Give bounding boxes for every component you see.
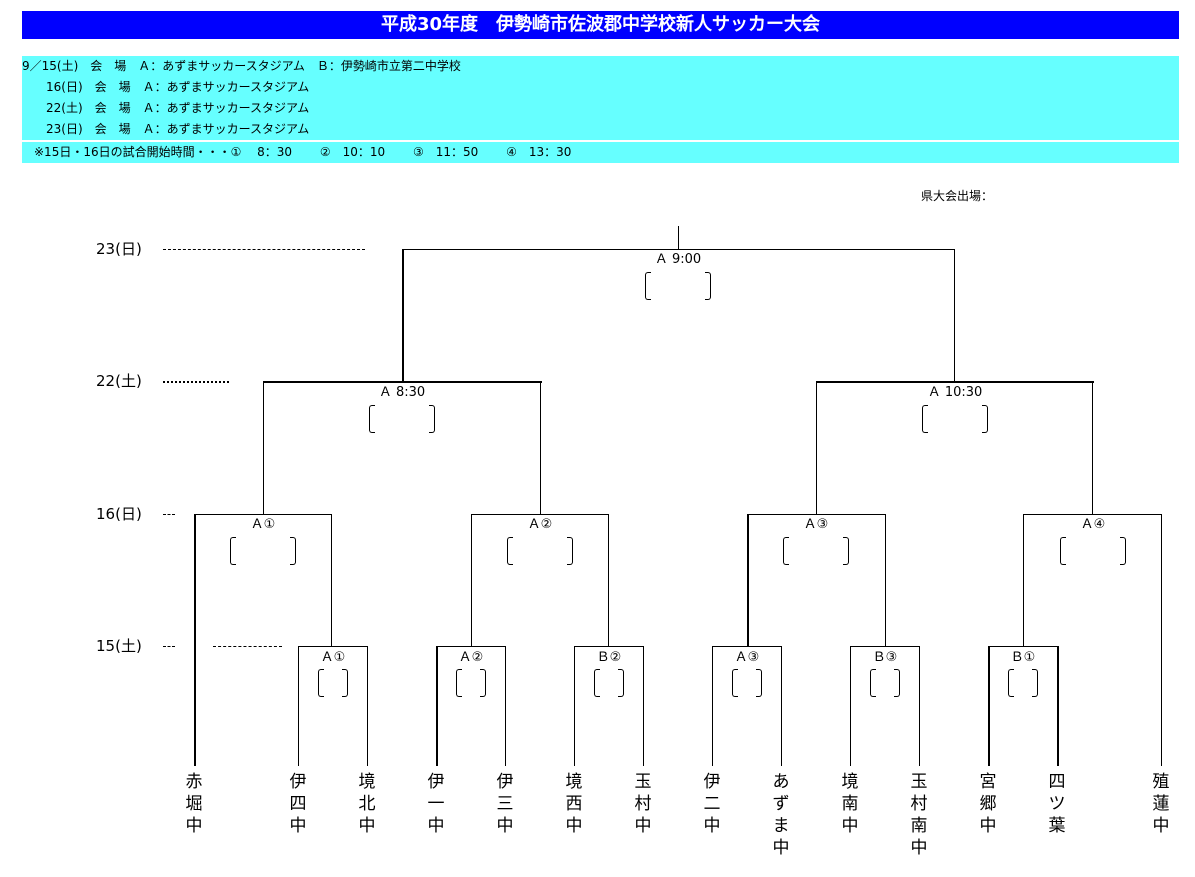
team-name: 玉村南中: [910, 772, 928, 858]
bracket-line: [436, 646, 506, 647]
bracket-line: [678, 226, 679, 249]
page-title: 平成30年度 伊勢崎市佐波郡中学校新人サッカー大会: [22, 11, 1179, 39]
match-r1-label: Ｂ①: [1010, 650, 1036, 665]
bracket-line: [331, 514, 332, 646]
match-r2-label: Ａ①: [250, 517, 276, 532]
match-r1-label: Ａ③: [734, 650, 760, 665]
bracket-line: [608, 514, 609, 646]
venue-info: 9／15(土) 会 場 Ａ：あずまサッカースタジアム Ｂ：伊勢崎市立第二中学校 …: [22, 56, 1179, 140]
bracket-line: [850, 646, 851, 766]
bracket-line: [540, 381, 541, 514]
bracket-line: [471, 514, 609, 515]
day-label-15: 15(土): [96, 637, 142, 655]
bracket-line: [885, 514, 886, 646]
bracket-line: [298, 646, 368, 647]
team-name: 宮郷中: [979, 772, 997, 836]
bracket-line: [747, 514, 886, 515]
bracket-line: [263, 381, 542, 383]
match-r2-label: Ａ④: [1080, 517, 1106, 532]
venue-row: 16(日) 会 場 Ａ：あずまサッカースタジアム: [22, 80, 310, 94]
venue-row: 23(日) 会 場 Ａ：あずまサッカースタジアム: [22, 122, 310, 136]
match-r1-label: Ｂ②: [596, 650, 622, 665]
bracket-line: [1023, 514, 1162, 515]
bracket-line: [747, 514, 749, 646]
bracket-line: [850, 646, 920, 647]
team-name: 伊四中: [289, 772, 307, 836]
score-box: [1008, 669, 1038, 697]
score-box: [369, 405, 435, 433]
bracket-line: [712, 646, 713, 766]
match-r2-label: Ａ②: [527, 517, 553, 532]
bracket-line: [402, 249, 404, 381]
score-box: [456, 669, 486, 697]
venue-row: 22(土) 会 場 Ａ：あずまサッカースタジアム: [22, 101, 310, 115]
bracket-line: [1161, 514, 1162, 766]
day-guide: [163, 646, 175, 647]
bracket-line: [1092, 381, 1093, 514]
team-name: 伊二中: [703, 772, 721, 836]
bracket-line: [1057, 646, 1059, 766]
score-box: [870, 669, 900, 697]
team-name: 伊一中: [427, 772, 445, 836]
bracket-line: [712, 646, 782, 647]
team-name: 玉村中: [634, 772, 652, 836]
bracket-line: [988, 646, 990, 766]
match-semi-right-label: Ａ 10:30: [927, 385, 983, 400]
match-r2-label: Ａ③: [803, 517, 829, 532]
team-name: 境北中: [358, 772, 376, 836]
bracket-line: [781, 646, 782, 766]
score-box: [594, 669, 624, 697]
bracket-line: [643, 646, 644, 766]
bracket-line: [574, 646, 644, 647]
score-box: [507, 537, 573, 565]
score-box: [1060, 537, 1126, 565]
score-box: [230, 537, 296, 565]
score-box: [645, 272, 711, 300]
match-final-label: Ａ 9:00: [654, 252, 702, 267]
bracket-line: [816, 381, 817, 514]
score-box: [922, 405, 988, 433]
team-name: あずま中: [772, 772, 790, 858]
match-r1-label: Ａ②: [458, 650, 484, 665]
bracket-line: [298, 646, 299, 766]
bracket-line: [471, 514, 472, 646]
bracket-line: [263, 381, 264, 514]
day-label-22: 22(土): [96, 372, 142, 390]
bracket-line: [954, 249, 955, 381]
team-name: 境南中: [841, 772, 859, 836]
day-guide: [163, 249, 365, 250]
score-box: [318, 669, 348, 697]
match-semi-left-label: Ａ 8:30: [378, 385, 426, 400]
team-name: 四ツ葉: [1048, 772, 1066, 836]
score-box: [783, 537, 849, 565]
venue-row: 9／15(土) 会 場 Ａ：あずまサッカースタジアム Ｂ：伊勢崎市立第二中学校: [22, 59, 461, 73]
bracket-line: [1023, 514, 1024, 646]
bracket-line: [919, 646, 920, 766]
match-r1-label: Ａ①: [320, 650, 346, 665]
team-name: 境西中: [565, 772, 583, 836]
start-times: ※15日・16日の試合開始時間・・・① 8：30 ② 10：10 ③ 11：50…: [22, 142, 1179, 163]
day-label-23: 23(日): [96, 240, 142, 258]
bracket-line: [194, 514, 332, 515]
bracket-line: [505, 646, 506, 766]
team-name: 伊三中: [496, 772, 514, 836]
bracket-line: [816, 381, 1094, 383]
day-guide: [163, 381, 229, 383]
day-label-16: 16(日): [96, 505, 142, 523]
bracket-line: [574, 646, 575, 766]
bracket-line: [436, 646, 438, 766]
match-r1-label: Ｂ③: [872, 650, 898, 665]
team-name: 赤堀中: [185, 772, 203, 836]
day-guide: [163, 514, 175, 515]
bracket-line: [367, 646, 368, 766]
bracket-line: [402, 249, 955, 250]
score-box: [732, 669, 762, 697]
team-name: 殖蓮中: [1152, 772, 1170, 836]
day-guide: [213, 646, 282, 647]
qualify-label: 県大会出場：: [921, 189, 994, 203]
bracket-line: [988, 646, 1058, 647]
bracket-line: [194, 514, 196, 766]
